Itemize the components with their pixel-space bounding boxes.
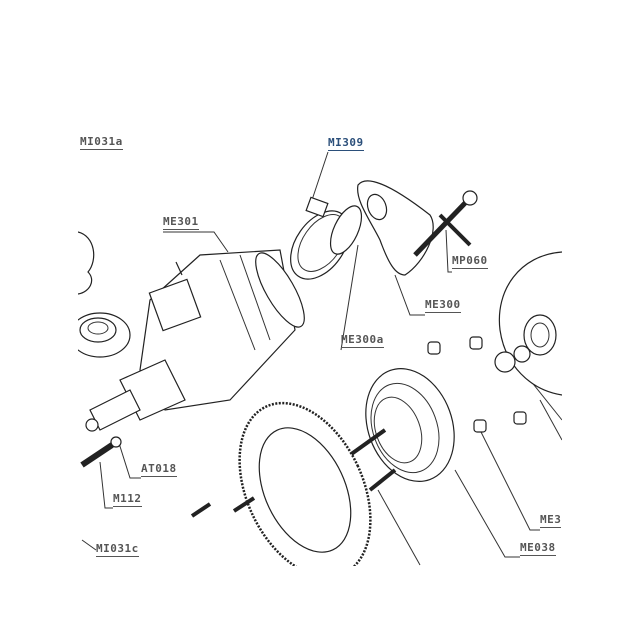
part-label-mp060[interactable]: MP060 — [452, 254, 488, 269]
leader-lines — [81, 151, 562, 566]
part-label-me301[interactable]: ME301 — [163, 215, 199, 230]
screw-part — [190, 502, 212, 518]
pin-part — [80, 442, 114, 468]
sprocket-part — [238, 401, 372, 566]
part-label-mi031a[interactable]: MI031a — [80, 135, 123, 150]
starter-motor-part — [85, 249, 305, 432]
clutch-drum-part — [365, 368, 455, 482]
exploded-view-drawing — [78, 151, 562, 566]
part-label-mi031c[interactable]: MI031c — [96, 542, 139, 557]
parts-diagram — [78, 120, 562, 566]
nuts — [427, 336, 531, 433]
partial-cover-part — [78, 231, 95, 295]
part-label-me300[interactable]: ME300 — [425, 298, 461, 313]
part-label-m112[interactable]: M112 — [113, 492, 142, 507]
o-ring-part — [329, 205, 363, 255]
part-label-mi309[interactable]: MI309 — [328, 136, 364, 151]
part-label-me3-clipped[interactable]: ME3 — [540, 513, 562, 528]
part-label-me300a[interactable]: ME300a — [341, 333, 384, 348]
part-label-at018[interactable]: AT018 — [141, 462, 177, 477]
bracket-part — [357, 180, 434, 276]
bolt-part — [413, 198, 470, 257]
part-label-me038[interactable]: ME038 — [520, 541, 556, 556]
